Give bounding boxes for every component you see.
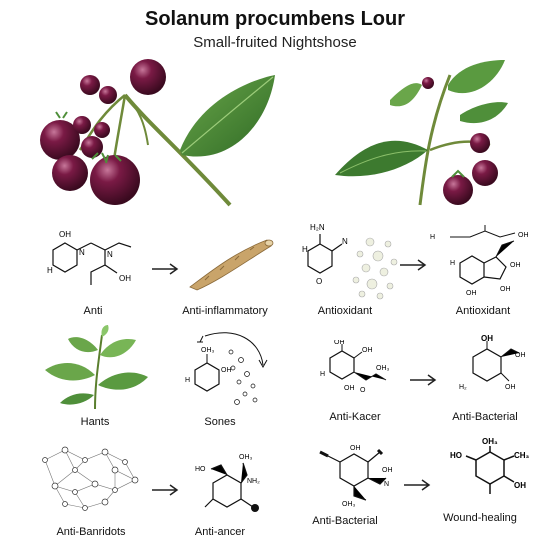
atom-label: H₂N bbox=[310, 223, 325, 232]
atom-label: NH₂ bbox=[247, 478, 260, 485]
atom-label: N bbox=[384, 481, 389, 488]
effect-label-anti-bacterial: Anti-Bacterial bbox=[312, 515, 378, 527]
atom-label: OH bbox=[518, 232, 529, 239]
molecule-structure-1: OH N N H OH bbox=[47, 230, 131, 285]
molecule-structure-8: OH OH H₂ OH bbox=[459, 335, 526, 391]
atom-label: OH₃ bbox=[376, 365, 390, 372]
molecule-structure-3: H₂N N H O bbox=[302, 223, 398, 300]
effect-label-anti-kacer: Anti-Kacer bbox=[329, 411, 381, 423]
molecular-network-illustration bbox=[42, 446, 139, 511]
root-illustration bbox=[189, 239, 274, 291]
atom-label: OH bbox=[500, 286, 511, 293]
atom-label: OH₃ bbox=[239, 454, 253, 461]
atom-label: OH bbox=[505, 384, 516, 391]
atom-label: OH bbox=[466, 290, 477, 297]
atom-label: HO bbox=[195, 466, 206, 473]
atom-label: H bbox=[302, 245, 308, 254]
molecule-structure-11: OH OH N OH₃ bbox=[319, 445, 393, 508]
arrow-icon bbox=[404, 479, 431, 491]
effect-label-antioxidant: Antioxidant bbox=[455, 305, 511, 317]
atom-label: OH bbox=[334, 340, 345, 346]
leaf-sprig-illustration bbox=[45, 325, 148, 410]
atom-label: O bbox=[360, 387, 366, 394]
effect-label-sones: Sones bbox=[204, 416, 236, 428]
atom-label: OH bbox=[362, 347, 373, 354]
page-subtitle: Small-fruited Nightshose bbox=[193, 34, 357, 51]
atom-label: OH bbox=[481, 335, 493, 343]
arrow-icon bbox=[410, 374, 437, 386]
atom-label: H bbox=[320, 371, 325, 378]
atom-label: OH bbox=[515, 352, 526, 359]
effect-label-anti-bacterial: Anti-Bacterial bbox=[452, 411, 518, 423]
molecule-structure-12: OH₃ CH₃ HO OH bbox=[450, 438, 530, 494]
atom-label: O bbox=[316, 277, 322, 286]
atom-label: OH bbox=[119, 274, 131, 283]
page-title: Solanum procumbens Lour bbox=[144, 8, 406, 30]
effect-label-anti-banridots: Anti-Banridots bbox=[56, 526, 126, 538]
atom-label: OH bbox=[514, 481, 526, 490]
effect-label-anti-inflammatory: Anti-inflammatory bbox=[182, 305, 268, 317]
effect-label-antioxidant: Antioxidant bbox=[317, 305, 373, 317]
atom-label: H bbox=[47, 266, 53, 275]
atom-label: OH bbox=[59, 230, 71, 239]
atom-label: OH bbox=[350, 445, 361, 452]
atom-label: N bbox=[342, 237, 348, 246]
atom-label: H bbox=[430, 234, 435, 241]
plant-sprig-illustration bbox=[335, 60, 508, 206]
atom-label: OH bbox=[344, 385, 355, 392]
atom-label: CH₃ bbox=[514, 451, 530, 460]
arrow-icon bbox=[152, 484, 179, 496]
molecule-structure-7: OH OH H OH OH₃ O bbox=[320, 340, 390, 394]
effect-label-hants: Hants bbox=[80, 416, 110, 428]
molecule-structure-4: H OH OH H OH OH bbox=[430, 225, 529, 297]
atom-label: OH bbox=[382, 467, 393, 474]
effect-label-anti: Anti bbox=[83, 305, 103, 317]
effect-label-anti-ancer: Anti-ancer bbox=[194, 526, 246, 538]
effect-label-wound-healing: Wound-healing bbox=[443, 512, 517, 524]
atom-label: OH bbox=[221, 367, 232, 374]
atom-label: H₂ bbox=[459, 384, 467, 391]
arrow-icon bbox=[400, 259, 427, 271]
atom-label: N bbox=[79, 248, 85, 257]
atom-label: H bbox=[450, 260, 455, 267]
berry-cluster-illustration bbox=[40, 59, 275, 207]
atom-label: H bbox=[185, 377, 190, 384]
atom-label: OH₃ bbox=[482, 438, 498, 446]
arrow-icon bbox=[152, 263, 179, 275]
atom-label: OH₃ bbox=[342, 501, 356, 508]
atom-label: OH bbox=[510, 262, 521, 269]
molecule-structure-10: HO OH₃ NH₂ bbox=[195, 454, 260, 512]
atom-label: N bbox=[107, 250, 113, 259]
molecule-cycle-diagram: OH₃ OH H bbox=[185, 332, 268, 405]
atom-label: HO bbox=[450, 451, 462, 460]
atom-label: OH₃ bbox=[201, 347, 215, 354]
